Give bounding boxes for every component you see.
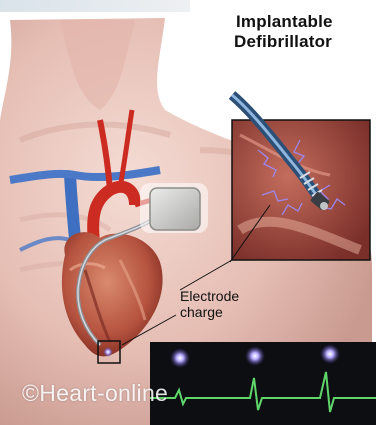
- title-line-1: Implantable: [236, 12, 333, 32]
- title-line-2: Defibrillator: [234, 32, 332, 52]
- callout-line-1: Electrode: [180, 288, 239, 304]
- callout-line-2: charge: [180, 304, 223, 320]
- watermark: ©Heart-online: [22, 380, 168, 407]
- implanted-device: [150, 188, 200, 230]
